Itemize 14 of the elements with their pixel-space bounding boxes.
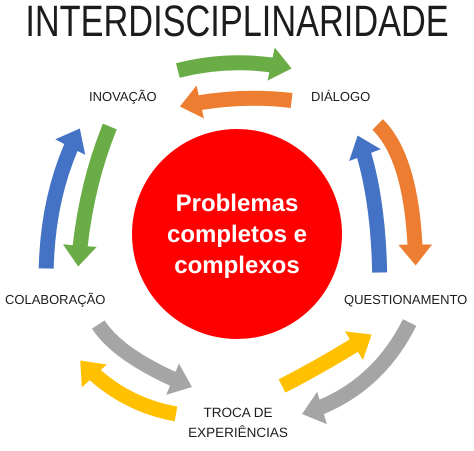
curved-arrow — [176, 48, 294, 82]
curved-arrow — [63, 124, 117, 268]
concept-label: QUESTIONAMENTO — [344, 292, 468, 307]
concept-label: DIÁLOGO — [311, 89, 370, 104]
curved-arrow — [178, 86, 292, 119]
concept-label: INOVAÇÃO — [89, 89, 157, 104]
circle-text: Problemas completos e complexos — [166, 188, 308, 280]
concept-label: TROCA DE EXPERIÊNCIAS — [180, 403, 296, 443]
diagram-title: INTERDISCIPLINARIDADE — [25, 0, 449, 44]
curved-arrow — [300, 318, 416, 424]
curved-arrow — [92, 320, 195, 395]
curved-arrow — [372, 119, 432, 266]
concept-label: COLABORAÇÃO — [5, 292, 106, 307]
curved-arrow — [348, 133, 388, 273]
